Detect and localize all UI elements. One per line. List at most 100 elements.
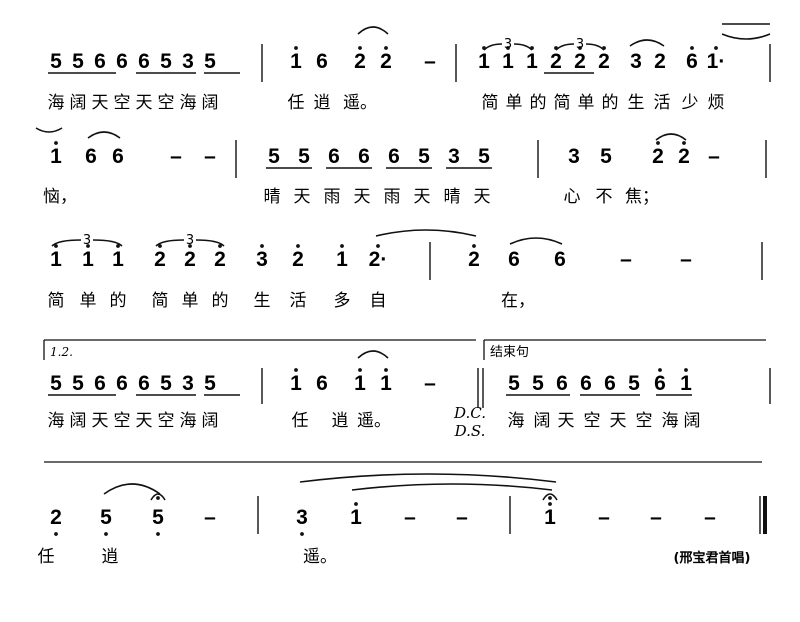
high-octave-dot: [260, 244, 264, 248]
note: 1: [544, 506, 556, 529]
note: 1: [82, 248, 94, 271]
note: 6: [94, 372, 106, 395]
lyric-char: 逍: [102, 547, 119, 567]
note: 1: [354, 372, 366, 395]
lyric-char: 活: [290, 291, 307, 311]
high-octave-dot: [658, 368, 662, 372]
slur: [509, 237, 563, 245]
note: 2: [50, 506, 62, 529]
high-octave-dot: [376, 244, 380, 248]
singer-credit: (邢宝君首唱): [674, 550, 751, 566]
slur: [103, 483, 161, 495]
triplet-mark: 3: [504, 37, 512, 52]
lyric-char: 阔: [684, 411, 701, 431]
note-dash: –: [620, 248, 632, 271]
note: 2: [652, 145, 664, 168]
triplet-mark: 3: [576, 37, 584, 52]
note: 5: [628, 372, 640, 395]
note: 2·: [369, 248, 388, 271]
note: 6: [112, 145, 124, 168]
note: 6: [556, 372, 568, 395]
lyric-char: 晴: [264, 187, 281, 207]
high-octave-dot: [54, 141, 58, 145]
high-octave-dot: [656, 141, 660, 145]
note: 1: [290, 50, 302, 73]
note: 2: [468, 248, 480, 271]
tie: [629, 39, 665, 47]
lyric-char: 单: [578, 93, 595, 113]
note: 1: [526, 50, 538, 73]
note: 5: [152, 506, 164, 529]
triplet-bracket: [483, 43, 503, 51]
ending-label: 结束句: [490, 345, 529, 360]
note: 3: [182, 372, 194, 395]
lyric-char: 阔: [534, 411, 551, 431]
lyric-char: 任: [292, 411, 309, 431]
lyric-char: 天: [92, 411, 109, 431]
slur: [357, 26, 389, 35]
dc-mark: D.C.: [453, 404, 486, 422]
lyric-char: 烦: [708, 93, 725, 113]
note-dash: –: [704, 506, 716, 529]
high-octave-dot: [340, 244, 344, 248]
lyric-char: 遥。: [303, 547, 337, 567]
note: 2: [574, 50, 586, 73]
high-octave-dot: [294, 368, 298, 372]
lyric-char: 少: [682, 93, 699, 113]
fermata-dot: [548, 496, 552, 500]
note: 5: [532, 372, 544, 395]
note: 5: [100, 506, 112, 529]
lyric-char: 天: [92, 93, 109, 113]
lyric-char: 生: [254, 291, 271, 311]
note: 5: [600, 145, 612, 168]
note: 6: [85, 145, 97, 168]
lyric-char: 雨: [324, 187, 341, 207]
lyric-char: 海: [180, 411, 197, 431]
low-octave-dot: [104, 532, 108, 536]
high-octave-dot: [506, 46, 510, 50]
fermata: [542, 493, 558, 501]
lyric-char: 阔: [202, 93, 219, 113]
slur: [655, 133, 687, 141]
note: 3: [448, 145, 460, 168]
note: 2: [354, 50, 366, 73]
note: 5: [298, 145, 310, 168]
note: 5: [160, 372, 172, 395]
lyric-char: 遥。: [357, 411, 391, 431]
note: 6: [316, 50, 328, 73]
slur: [375, 229, 477, 237]
lyric-char: 天: [136, 411, 153, 431]
note: 6: [686, 50, 698, 73]
lyric-char: 海: [180, 93, 197, 113]
lyric-char: 多: [334, 291, 351, 311]
note: 1: [290, 372, 302, 395]
note: 5: [508, 372, 520, 395]
lyric-char: 恼，: [43, 187, 77, 207]
lyric-char: 阔: [70, 411, 87, 431]
note: 2: [550, 50, 562, 73]
lyric-char: 海: [48, 411, 65, 431]
volta-label: 1.2.: [50, 345, 73, 359]
note: 6: [358, 145, 370, 168]
high-octave-dot: [684, 368, 688, 372]
note: 2: [214, 248, 226, 271]
triplet-bracket: [51, 239, 82, 247]
slur: [35, 127, 63, 133]
lyric-char: 简: [152, 291, 169, 311]
note: 5: [50, 50, 62, 73]
lyric-char: 雨: [384, 187, 401, 207]
note-dash: –: [204, 145, 216, 168]
lyric-char: 空: [584, 411, 601, 431]
note: 6: [316, 372, 328, 395]
note: 6: [94, 50, 106, 73]
triplet-bracket: [585, 43, 605, 51]
high-octave-dot: [358, 368, 362, 372]
triplet-bracket: [155, 239, 185, 247]
low-octave-dot: [300, 532, 304, 536]
lyric-char: 心: [564, 187, 581, 207]
low-octave-dot: [54, 532, 58, 536]
lyric-char: 空: [158, 411, 175, 431]
note-dash: –: [404, 506, 416, 529]
note: 6: [554, 248, 566, 271]
